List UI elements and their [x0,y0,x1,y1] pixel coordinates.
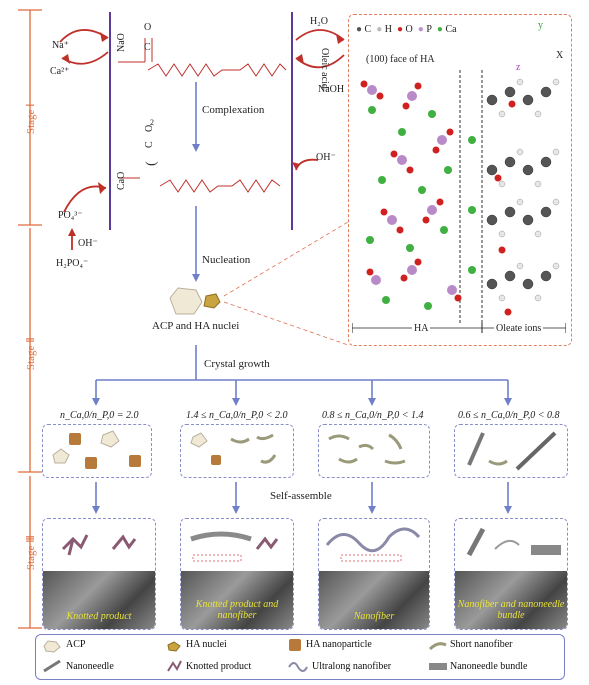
condition-2: 1.4 ≤ n_Ca,0/n_P,0 < 2.0 [186,410,288,421]
ca-ion: Ca²⁺ [50,66,70,77]
naoh-label: NaOH [318,84,345,95]
product-box-2 [180,424,294,478]
oh2-label: OH⁻ [78,238,98,249]
na-ion: Na⁺ [52,40,69,51]
sem-image-3: Nanofiber [319,571,429,629]
h2o-label: H₂O [310,16,328,27]
nao-label: NaO [116,33,127,52]
product-box-3 [318,424,430,478]
sem-label-4: Nanofiber and nanoneedle bundle [457,599,565,621]
sem-image-1: Knotted product [43,571,155,629]
condition-4: 0.6 ≤ n_Ca,0/n_P,0 < 0.8 [458,410,560,421]
self-assemble-label: Self-assemble [270,490,332,502]
legend-knotted: Knotted product [186,661,252,672]
condition-3: 0.8 ≤ n_Ca,0/n_P,0 < 1.4 [322,410,424,421]
o-top-label: O [144,22,152,33]
legend-acp: ACP [66,639,86,650]
condition-1: n_Ca,0/n_P,0 = 2.0 [60,410,139,421]
legend-ultralong: Ultralong nanofiber [312,661,392,672]
sem-image-2: Knotted product and nanofiber [181,571,293,629]
acp-ha-label: ACP and HA nuclei [152,320,240,332]
axis-z: z [516,62,521,73]
po4-label: PO₄³⁻ [58,210,83,221]
legend-nanoneedle: Nanoneedle [66,661,114,672]
stage-1-label: Stage Ⅰ [25,103,37,134]
acp-ha-nuclei-graphic [169,287,221,315]
face-label: (100) face of HA [366,54,435,65]
axis-x: X [556,50,564,61]
inset-legend: ● C ● H ● O ● P ● Ca [356,24,457,35]
legend-ca: Ca [445,24,457,35]
sem-box-4: Nanofiber and nanoneedle bundle [454,518,568,630]
product-box-4 [454,424,568,478]
sem-label-1: Knotted product [66,611,132,622]
legend-short-nanofiber: Short nanofiber [450,639,513,650]
axis-y: y [538,20,543,31]
oleic-acid-label: Oleic acid [319,48,330,89]
legend-c: C [364,24,372,35]
complexation-label: Complexation [202,104,265,116]
cao-label: CaO [116,171,127,190]
oleate-scale-label: Oleate ions [494,323,544,334]
subscript-2: 2 [150,118,154,127]
stage-3-label: Stage Ⅲ [25,535,37,570]
ha-scale-label: HA [412,323,431,334]
crystal-growth-label: Crystal growth [204,358,270,370]
sem-image-4: Nanofiber and nanoneedle bundle [455,571,567,629]
legend-p: P [426,24,432,35]
sem-label-2: Knotted product and nanofiber [195,599,279,621]
sem-box-1: Knotted product [42,518,156,630]
legend-box: ACP HA nuclei HA nanoparticle Short nano… [35,634,565,680]
sem-box-2: Knotted product and nanofiber [180,518,294,630]
stage-2-label: Stage Ⅱ [25,337,37,370]
legend-bundle: Nanoneedle bundle [450,661,528,672]
nucleation-label: Nucleation [202,254,251,266]
oh-label: OH⁻ [316,152,336,163]
legend-h: H [384,24,392,35]
legend-o: O [405,24,413,35]
paren-left: ( [144,161,159,166]
sem-label-3: Nanofiber [353,611,395,622]
sem-box-3: Nanofiber [318,518,430,630]
h2po4-label: H₂PO₄⁻ [56,258,89,269]
legend-ha-nuclei: HA nuclei [186,639,227,650]
legend-ha-nanoparticle: HA nanoparticle [306,639,372,650]
c-top-label: C [144,42,151,53]
c-mid-label: C [144,141,155,148]
product-box-1 [42,424,152,478]
crystal-atoms [352,70,566,333]
